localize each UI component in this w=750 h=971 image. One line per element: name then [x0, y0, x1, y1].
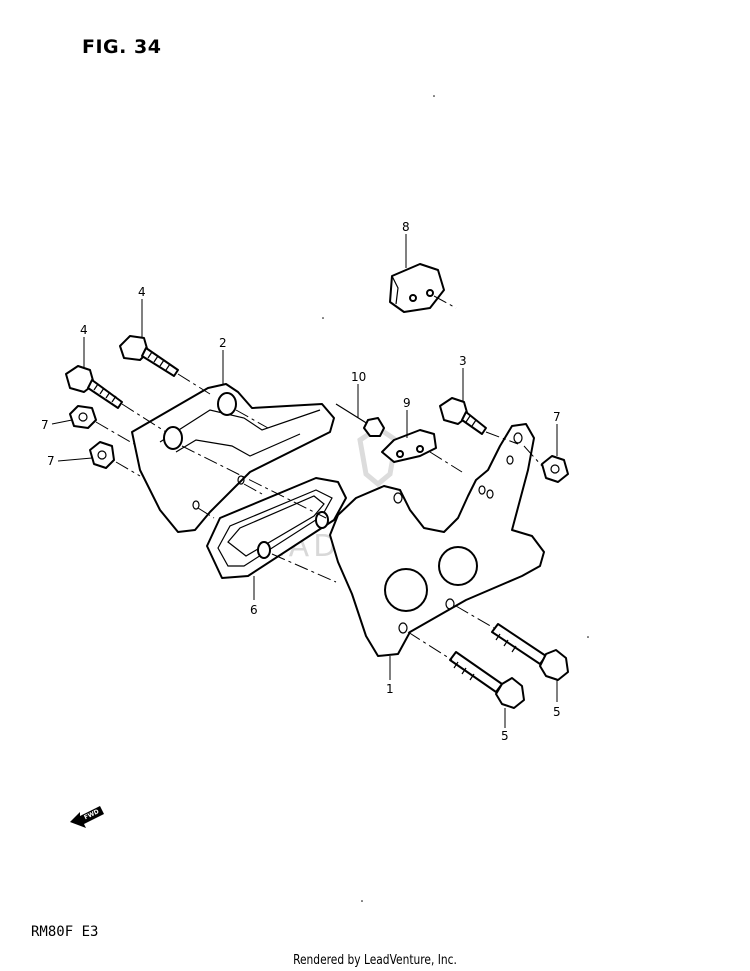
callouts: 8 4 4 2 10 9 3 7 7 7 6 1 5 5 [41, 220, 561, 743]
part-7-nut-left-lower[interactable] [89, 441, 115, 469]
part-7-nut-right[interactable] [541, 455, 569, 483]
part-5-bolt-upper[interactable] [491, 623, 569, 681]
callout-3: 3 [459, 354, 467, 368]
part-2-upper-bracket[interactable] [131, 383, 335, 533]
callout-4-lower: 4 [80, 323, 88, 337]
part-10-pin[interactable] [335, 403, 385, 437]
part-3-bolt[interactable] [439, 397, 487, 435]
callout-7-upper: 7 [41, 418, 49, 432]
callout-7-lower: 7 [47, 454, 55, 468]
callout-10: 10 [351, 370, 366, 384]
callout-1: 1 [386, 682, 394, 696]
part-9-plate[interactable] [381, 429, 437, 463]
callout-5-lower: 5 [501, 729, 509, 743]
callout-8: 8 [402, 220, 410, 234]
callout-7-right: 7 [553, 410, 561, 424]
part-6-cushion[interactable] [206, 477, 347, 579]
part-1-main-plate[interactable] [329, 423, 545, 657]
part-8-grommet[interactable] [389, 263, 457, 313]
part-7-nut-left-upper[interactable] [69, 405, 97, 429]
part-5-bolt-lower[interactable] [449, 651, 525, 709]
part-4-bolt-upper[interactable] [119, 335, 179, 377]
callout-5-upper: 5 [553, 705, 561, 719]
part-4-bolt-lower[interactable] [65, 365, 123, 409]
callout-9: 9 [403, 396, 411, 410]
fwd-arrow-icon: FWD [70, 806, 104, 828]
assembly-lines [95, 373, 543, 661]
callout-4-upper: 4 [138, 285, 146, 299]
callout-2: 2 [219, 336, 227, 350]
figure-title: FIG. 34 [82, 36, 162, 58]
callout-6: 6 [250, 603, 258, 617]
model-code: RM80F E3 [31, 924, 99, 940]
footer-credit: Rendered by LeadVenture, Inc. [293, 953, 457, 968]
leader-lines [51, 234, 558, 728]
